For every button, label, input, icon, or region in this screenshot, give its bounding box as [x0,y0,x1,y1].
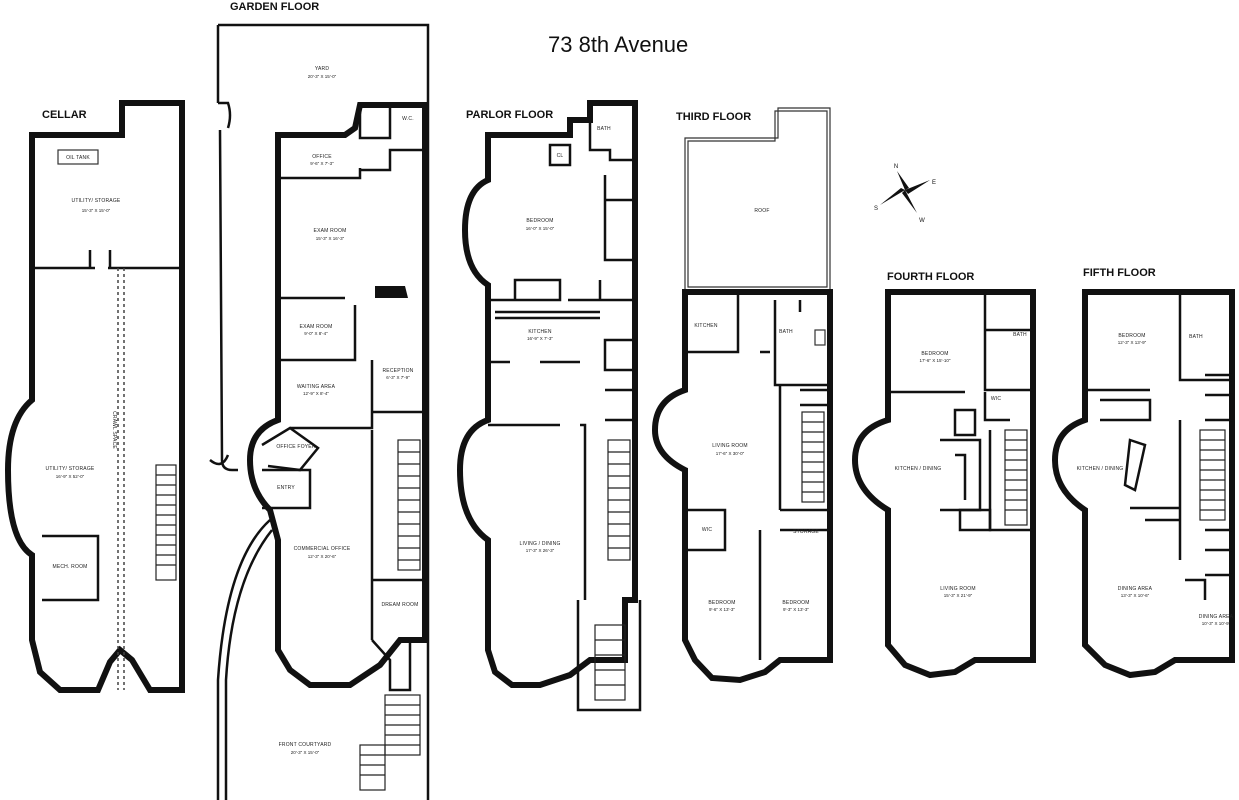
parlor-floor-plan: PARLOR FLOOR BATH CL BEDROOM 16'-0" X 15… [456,100,642,712]
fourth-bedroom-label: BEDROOM [921,351,948,357]
living-dining-dim: 17'-3" X 26'-3" [526,548,555,553]
compass-n: N [894,164,898,170]
roof-label: ROOF [754,208,769,214]
plan-title: 73 8th Avenue [548,32,688,57]
fifth-dining-dim: 13'-3" X 10'-6" [1121,593,1150,598]
third-bedroom2-dim: 9'-3" X 13'-3" [783,607,809,612]
compass-e: E [932,180,936,186]
fourth-kitchen-label: KITCHEN / DINING [895,466,942,472]
fourth-bath-label: BATH [1013,332,1027,338]
office-label: OFFICE [312,154,332,160]
fifth-bedroom-label: BEDROOM [1118,333,1145,339]
fourth-living-label: LIVING ROOM [940,586,976,592]
office-foyer-label: OFFICE FOYER [276,444,316,450]
fifth-bedroom-dim: 12'-3" X 13'-9" [1118,340,1147,345]
front-courtyard-label: FRONT COURTYARD [279,742,332,748]
fourth-floor-plan: FOURTH FLOOR BATH BEDROOM 17'-6" X 15'-1… [851,271,1036,679]
third-storage-label: STORAGE [793,529,819,535]
garden-floor-label: GARDEN FLOOR [230,1,319,13]
compass-rose: N E W S [874,164,936,224]
reception-label: RECEPTION [383,368,414,374]
compass-w: W [919,218,925,224]
cellar-plan: CELLAR OIL TANK UTILITY/ STORAGE 15'-3" … [4,100,185,693]
yard-dim: 20'-3" X 15'-0" [308,74,337,79]
third-bedroom2-label: BEDROOM [782,600,809,606]
waiting-area-label: WAITING AREA [297,384,336,390]
fourth-wic-label: WIC [991,396,1002,402]
third-living-dim: 17'-6" X 30'-0" [716,451,745,456]
commercial-office-dim: 12'-3" X 20'-6" [308,554,337,559]
third-wic-label: WIC [702,527,713,533]
third-bedroom1-dim: 9'-6" X 13'-3" [709,607,735,612]
front-courtyard-dim: 20'-3" X 15'-0" [291,750,320,755]
office-dim: 9'-6" X 7'-3" [310,161,334,166]
parlor-cl-label: CL [557,153,564,159]
waiting-area-dim: 12'-9" X 8'-4" [303,391,329,396]
fifth-dining-label: DINING AREA [1118,586,1153,592]
cellar-storage2-dim: 16'-9" X 52'-0" [56,474,85,479]
fifth-dining2-label: DINING AREA [1199,614,1234,620]
oil-tank-label: OIL TANK [66,155,90,161]
mech-room-label: MECH. ROOM [52,564,87,570]
third-living-label: LIVING ROOM [712,443,748,449]
wc-label: W.C. [402,116,414,122]
parlor-kitchen-label: KITCHEN [528,329,552,335]
parlor-floor-label: PARLOR FLOOR [466,109,553,121]
fourth-floor-label: FOURTH FLOOR [887,271,974,283]
entry-label: ENTRY [277,485,295,491]
third-kitchen-label: KITCHEN [694,323,718,329]
cellar-storage2-label: UTILITY/ STORAGE [46,466,95,472]
exam-room2-dim: 9'-0" X 8'-4" [304,331,328,336]
fourth-bedroom-dim: 17'-6" X 15'-10" [920,358,951,363]
compass-s: S [874,206,878,212]
parlor-bath-label: BATH [597,126,611,132]
fifth-kitchen-label: KITCHEN / DINING [1077,466,1124,472]
yard-label: YARD [315,66,330,72]
exam-room-dim: 15'-3" X 16'-3" [316,236,345,241]
fifth-dining2-dim: 10'-3" X 10'-9" [1202,621,1231,626]
exam-room-label: EXAM ROOM [314,228,347,234]
fifth-floor-label: FIFTH FLOOR [1083,267,1156,279]
fourth-living-dim: 15'-3" X 21'-9" [944,593,973,598]
reception-dim: 6'-3" X 7'-9" [386,375,410,380]
parlor-bedroom-dim: 16'-0" X 15'-0" [526,226,555,231]
crawl-space-label: CRAWL SPACE [111,411,117,449]
cellar-storage-dim: 15'-3" X 15'-0" [82,208,111,213]
third-bath-label: BATH [779,329,793,335]
third-floor-label: THIRD FLOOR [676,111,751,123]
third-floor-plan: THIRD FLOOR ROOF KITCHEN BATH LIVING ROO… [651,107,833,684]
parlor-bedroom-label: BEDROOM [526,218,553,224]
commercial-office-label: COMMERCIAL OFFICE [294,546,351,552]
fifth-floor-plan: FIFTH FLOOR BATH BEDROOM 12'-3" X 13'-9"… [1051,267,1235,679]
dream-room-label: DREAM ROOM [382,602,419,608]
living-dining-label: LIVING / DINING [519,541,560,547]
garden-floor-plan: GARDEN FLOOR YARD 20'-3" X 15'-0" W.C. O… [209,1,430,800]
fifth-bath-label: BATH [1189,334,1203,340]
cellar-label: CELLAR [42,109,87,121]
third-bedroom1-label: BEDROOM [708,600,735,606]
exam-room2-label: EXAM ROOM [300,324,333,330]
parlor-kitchen-dim: 16'-9" X 7'-3" [527,336,553,341]
cellar-storage-label: UTILITY/ STORAGE [72,198,121,204]
